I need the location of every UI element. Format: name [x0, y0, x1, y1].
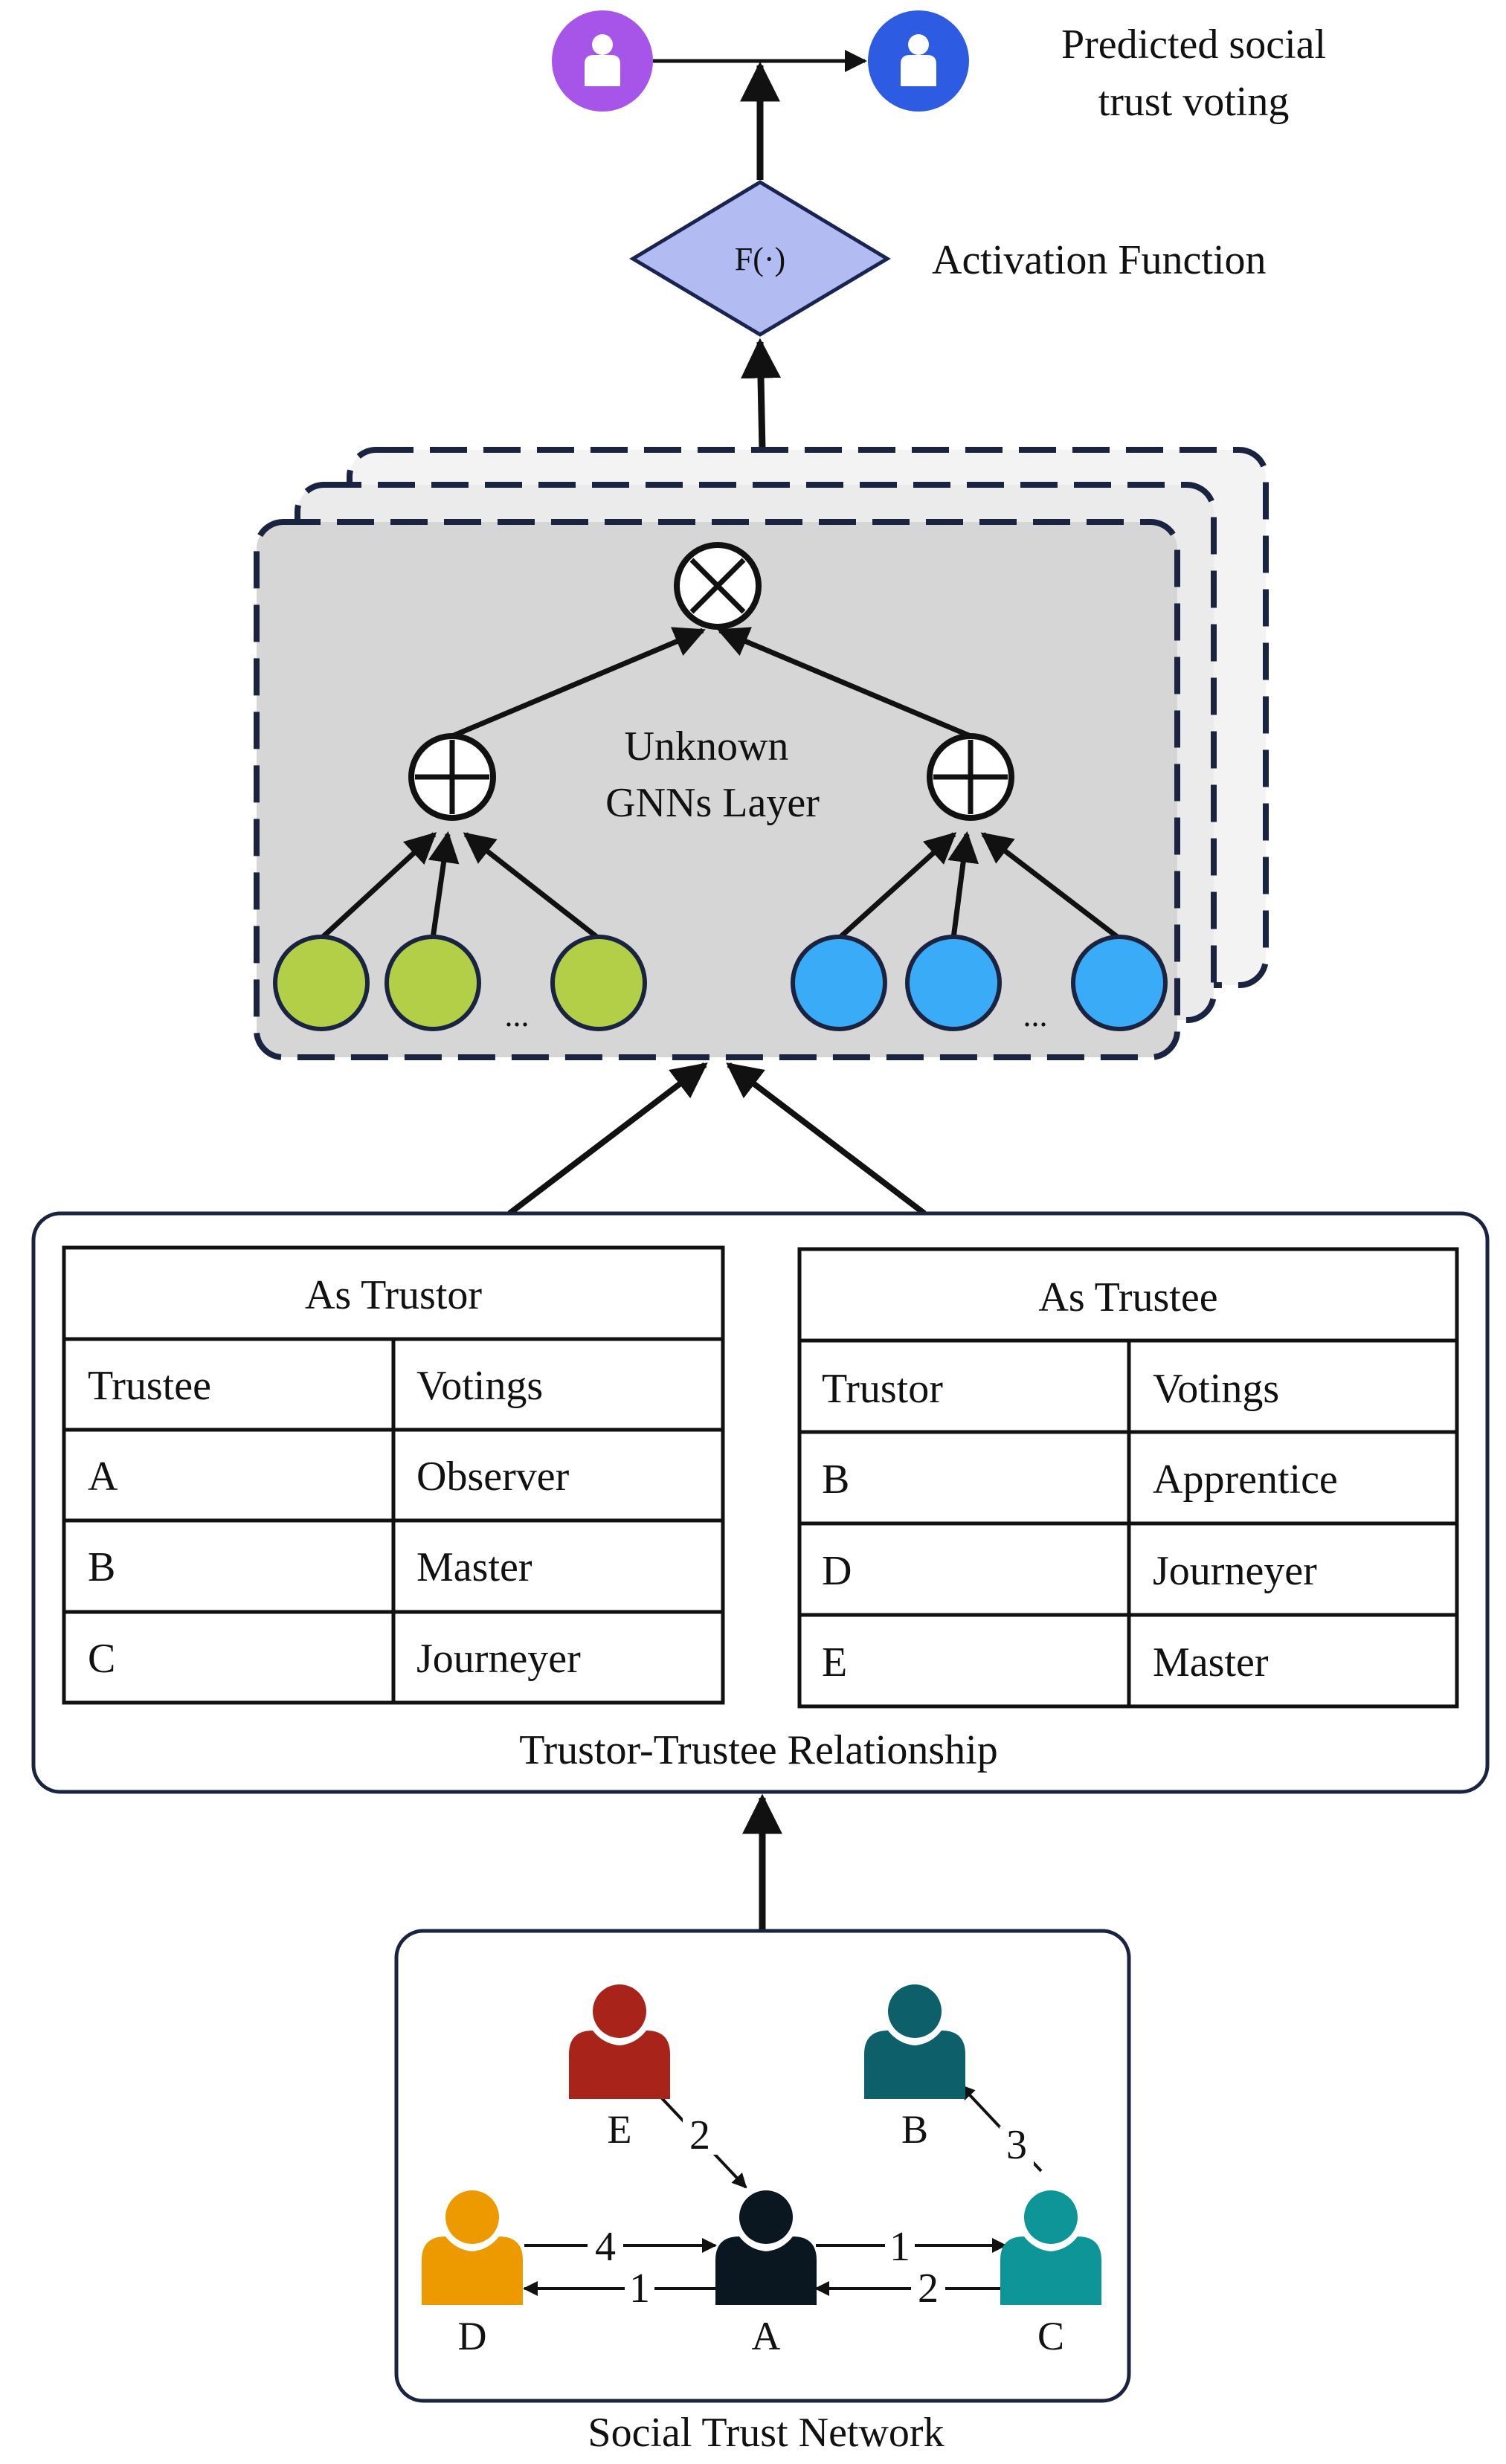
trustor-embedding-nodes — [791, 935, 1168, 1031]
as-trustee-header-trustor: Trustor — [822, 1366, 943, 1412]
as-trustor-table — [62, 1245, 725, 1705]
multiply-node — [674, 542, 762, 630]
edge-labels: 2 3 4 1 1 2 — [588, 2112, 1034, 2312]
edge-label-c-b: 3 — [1006, 2122, 1027, 2168]
relationship-to-gnn-arrow-left — [507, 1062, 708, 1216]
gnn-label-line2: GNNs Layer — [605, 780, 820, 826]
as-trustee-table — [797, 1247, 1459, 1709]
ellipsis-left: ... — [505, 997, 530, 1033]
table-cell: Master — [1153, 1639, 1269, 1686]
gnn-to-activation-arrow — [741, 338, 781, 451]
person-d-label: D — [458, 2314, 487, 2358]
person-b-label: B — [901, 2107, 928, 2152]
edge-label-e-a: 2 — [689, 2112, 710, 2158]
as-trustor-title: As Trustor — [305, 1272, 482, 1318]
table-cell: D — [822, 1548, 852, 1594]
table-cell: Journeyer — [1153, 1548, 1317, 1594]
edge-label-a-c: 1 — [889, 2224, 910, 2270]
as-trustor-header-votings: Votings — [416, 1363, 543, 1409]
ellipsis-right: ... — [1023, 997, 1048, 1033]
prediction-caption-line2: trust voting — [1098, 79, 1290, 125]
gnn-layer-stack — [254, 447, 1269, 1060]
blue-node — [791, 935, 887, 1031]
relationship-to-gnn-arrow-right — [726, 1062, 927, 1216]
person-c-label: C — [1037, 2314, 1064, 2358]
gnn-tree-edges — [319, 627, 1122, 941]
prediction-caption-line1: Predicted social — [1061, 22, 1326, 68]
table-cell: B — [88, 1544, 115, 1590]
as-trustor-header-trustee: Trustee — [88, 1363, 211, 1409]
edge-label-c-a: 2 — [918, 2265, 939, 2312]
sum-node-left — [408, 733, 496, 821]
gnn-label-line1: Unknown — [625, 723, 789, 770]
table-cell: Master — [416, 1544, 532, 1590]
activation-label: Activation Function — [932, 237, 1267, 283]
green-node — [273, 935, 370, 1031]
network-caption: Social Trust Network — [588, 2410, 944, 2456]
green-node — [550, 935, 647, 1031]
edge-label-a-d: 1 — [629, 2265, 650, 2312]
table-cell: Journeyer — [416, 1636, 581, 1682]
activation-diamond — [629, 180, 891, 337]
table-cell: Observer — [416, 1454, 570, 1500]
green-node — [384, 935, 481, 1031]
table-cell: C — [88, 1636, 115, 1682]
table-cell: B — [822, 1457, 849, 1503]
table-cell: E — [822, 1639, 847, 1686]
person-a-label: A — [752, 2314, 781, 2358]
blue-node — [1071, 935, 1168, 1031]
person-e-label: E — [608, 2107, 632, 2152]
table-cell: Apprentice — [1153, 1457, 1338, 1503]
activation-function: F(·) Activation Function — [629, 180, 1267, 337]
blue-node — [905, 935, 1002, 1031]
gnn-layer-front — [254, 519, 1180, 1060]
activation-symbol: F(·) — [735, 241, 785, 277]
as-trustee-header-votings: Votings — [1153, 1366, 1279, 1412]
trustee-embedding-nodes — [273, 935, 647, 1031]
edge-label-d-a: 4 — [595, 2224, 616, 2270]
predicted-voting-group: Predicted social trust voting — [552, 10, 1326, 125]
table-cell: A — [88, 1454, 118, 1500]
relationship-panel — [31, 1211, 1490, 1794]
as-trustee-title: As Trustee — [1038, 1274, 1217, 1320]
relationship-caption: Trustor-Trustee Relationship — [519, 1727, 997, 1773]
sum-node-right — [927, 733, 1014, 821]
